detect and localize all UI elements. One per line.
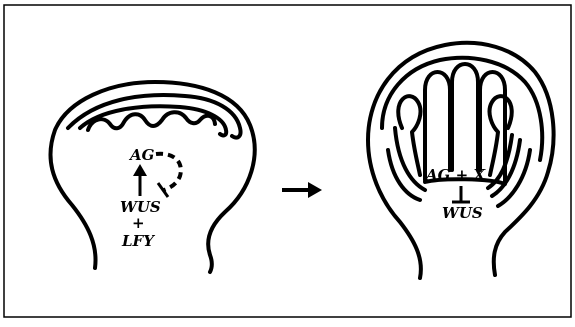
- repression-bar-icon: [452, 186, 470, 202]
- figure-frame: [4, 5, 571, 317]
- label-ag-x: AG + X: [424, 166, 486, 184]
- activation-arrow-icon: [133, 164, 147, 196]
- label-lfy: LFY: [121, 232, 155, 250]
- transition-arrow-icon: [282, 182, 322, 198]
- label-plus: +: [132, 214, 145, 232]
- stamen-right: [490, 96, 512, 175]
- inhibition-bar-icon: [156, 154, 181, 197]
- petal-right-outer: [498, 150, 530, 206]
- flower-outline: [368, 43, 554, 278]
- carpel-left: [425, 72, 450, 180]
- label-wus-right: WUS: [442, 204, 483, 222]
- developing-flower: [368, 43, 554, 278]
- label-ag-left: AG: [128, 146, 155, 164]
- carpel-center: [452, 64, 478, 170]
